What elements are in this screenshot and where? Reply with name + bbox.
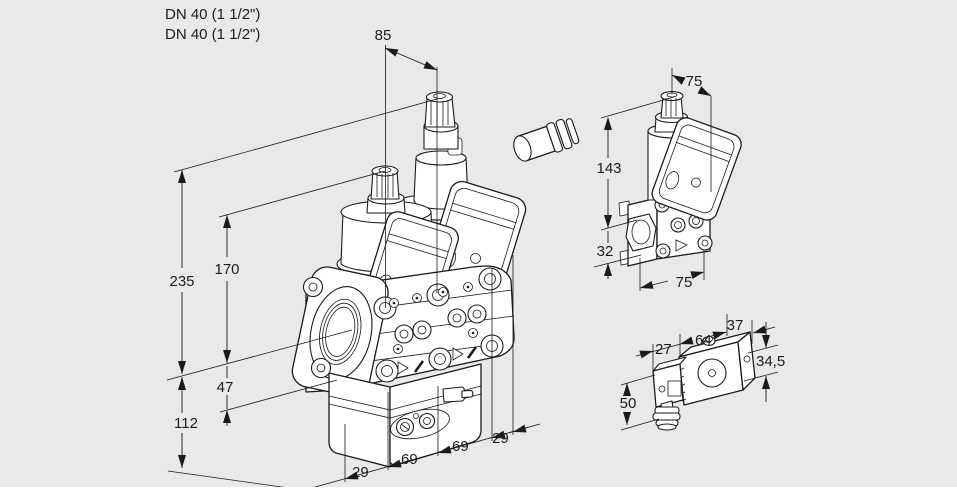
dim-label-143: 143 (596, 160, 621, 177)
dim-label-47: 47 (217, 379, 234, 396)
dim-label-235: 235 (169, 273, 194, 290)
dim-label-64: 64 (695, 332, 712, 349)
dn-size-label-1: DN 40 (1 1/2") (165, 6, 260, 23)
dim-label-170: 170 (214, 261, 239, 278)
bottom-block (328, 363, 482, 468)
dim-label-27: 27 (655, 341, 672, 358)
dim-label-29a: 29 (352, 464, 369, 481)
dim-label-32: 32 (597, 243, 614, 260)
accessory-view-dimensions: 50 27 64 37 34,5 (620, 314, 785, 431)
main-valve-drawing (291, 91, 527, 468)
dim-label-34-5: 34,5 (756, 353, 785, 370)
dim-label-75-bottom: 75 (676, 274, 693, 291)
dim-label-85: 85 (375, 27, 392, 44)
right-actuator (388, 91, 527, 295)
dim-label-37: 37 (727, 317, 744, 334)
solenoid-accessory-drawing (652, 331, 756, 431)
flow-direction-mark (397, 361, 409, 375)
dim-label-69b: 69 (452, 438, 469, 455)
dim-label-69a: 69 (401, 451, 418, 468)
dim-label-112: 112 (174, 415, 198, 432)
side-view-dimensions: 143 32 75 75 (593, 68, 712, 291)
bottom-white-strip (0, 487, 957, 500)
dim-label-29b: 29 (492, 430, 509, 447)
cable-gland-coupling (513, 118, 580, 162)
dim-label-75-top: 75 (686, 73, 703, 90)
cable-gland (652, 406, 681, 431)
side-actuator-cover (651, 117, 742, 221)
flow-direction-mark (452, 347, 464, 361)
dn-size-label-2: DN 40 (1 1/2") (165, 26, 260, 43)
connection-size-labels: DN 40 (1 1/2") DN 40 (1 1/2") (165, 6, 260, 43)
side-valve-drawing (618, 90, 742, 267)
pipe-boss (625, 213, 657, 252)
dim-label-50: 50 (620, 395, 637, 412)
flow-direction-mark (675, 239, 688, 252)
main-view-dimensions: 235 112 170 47 85 29 69 69 29 (166, 27, 541, 492)
